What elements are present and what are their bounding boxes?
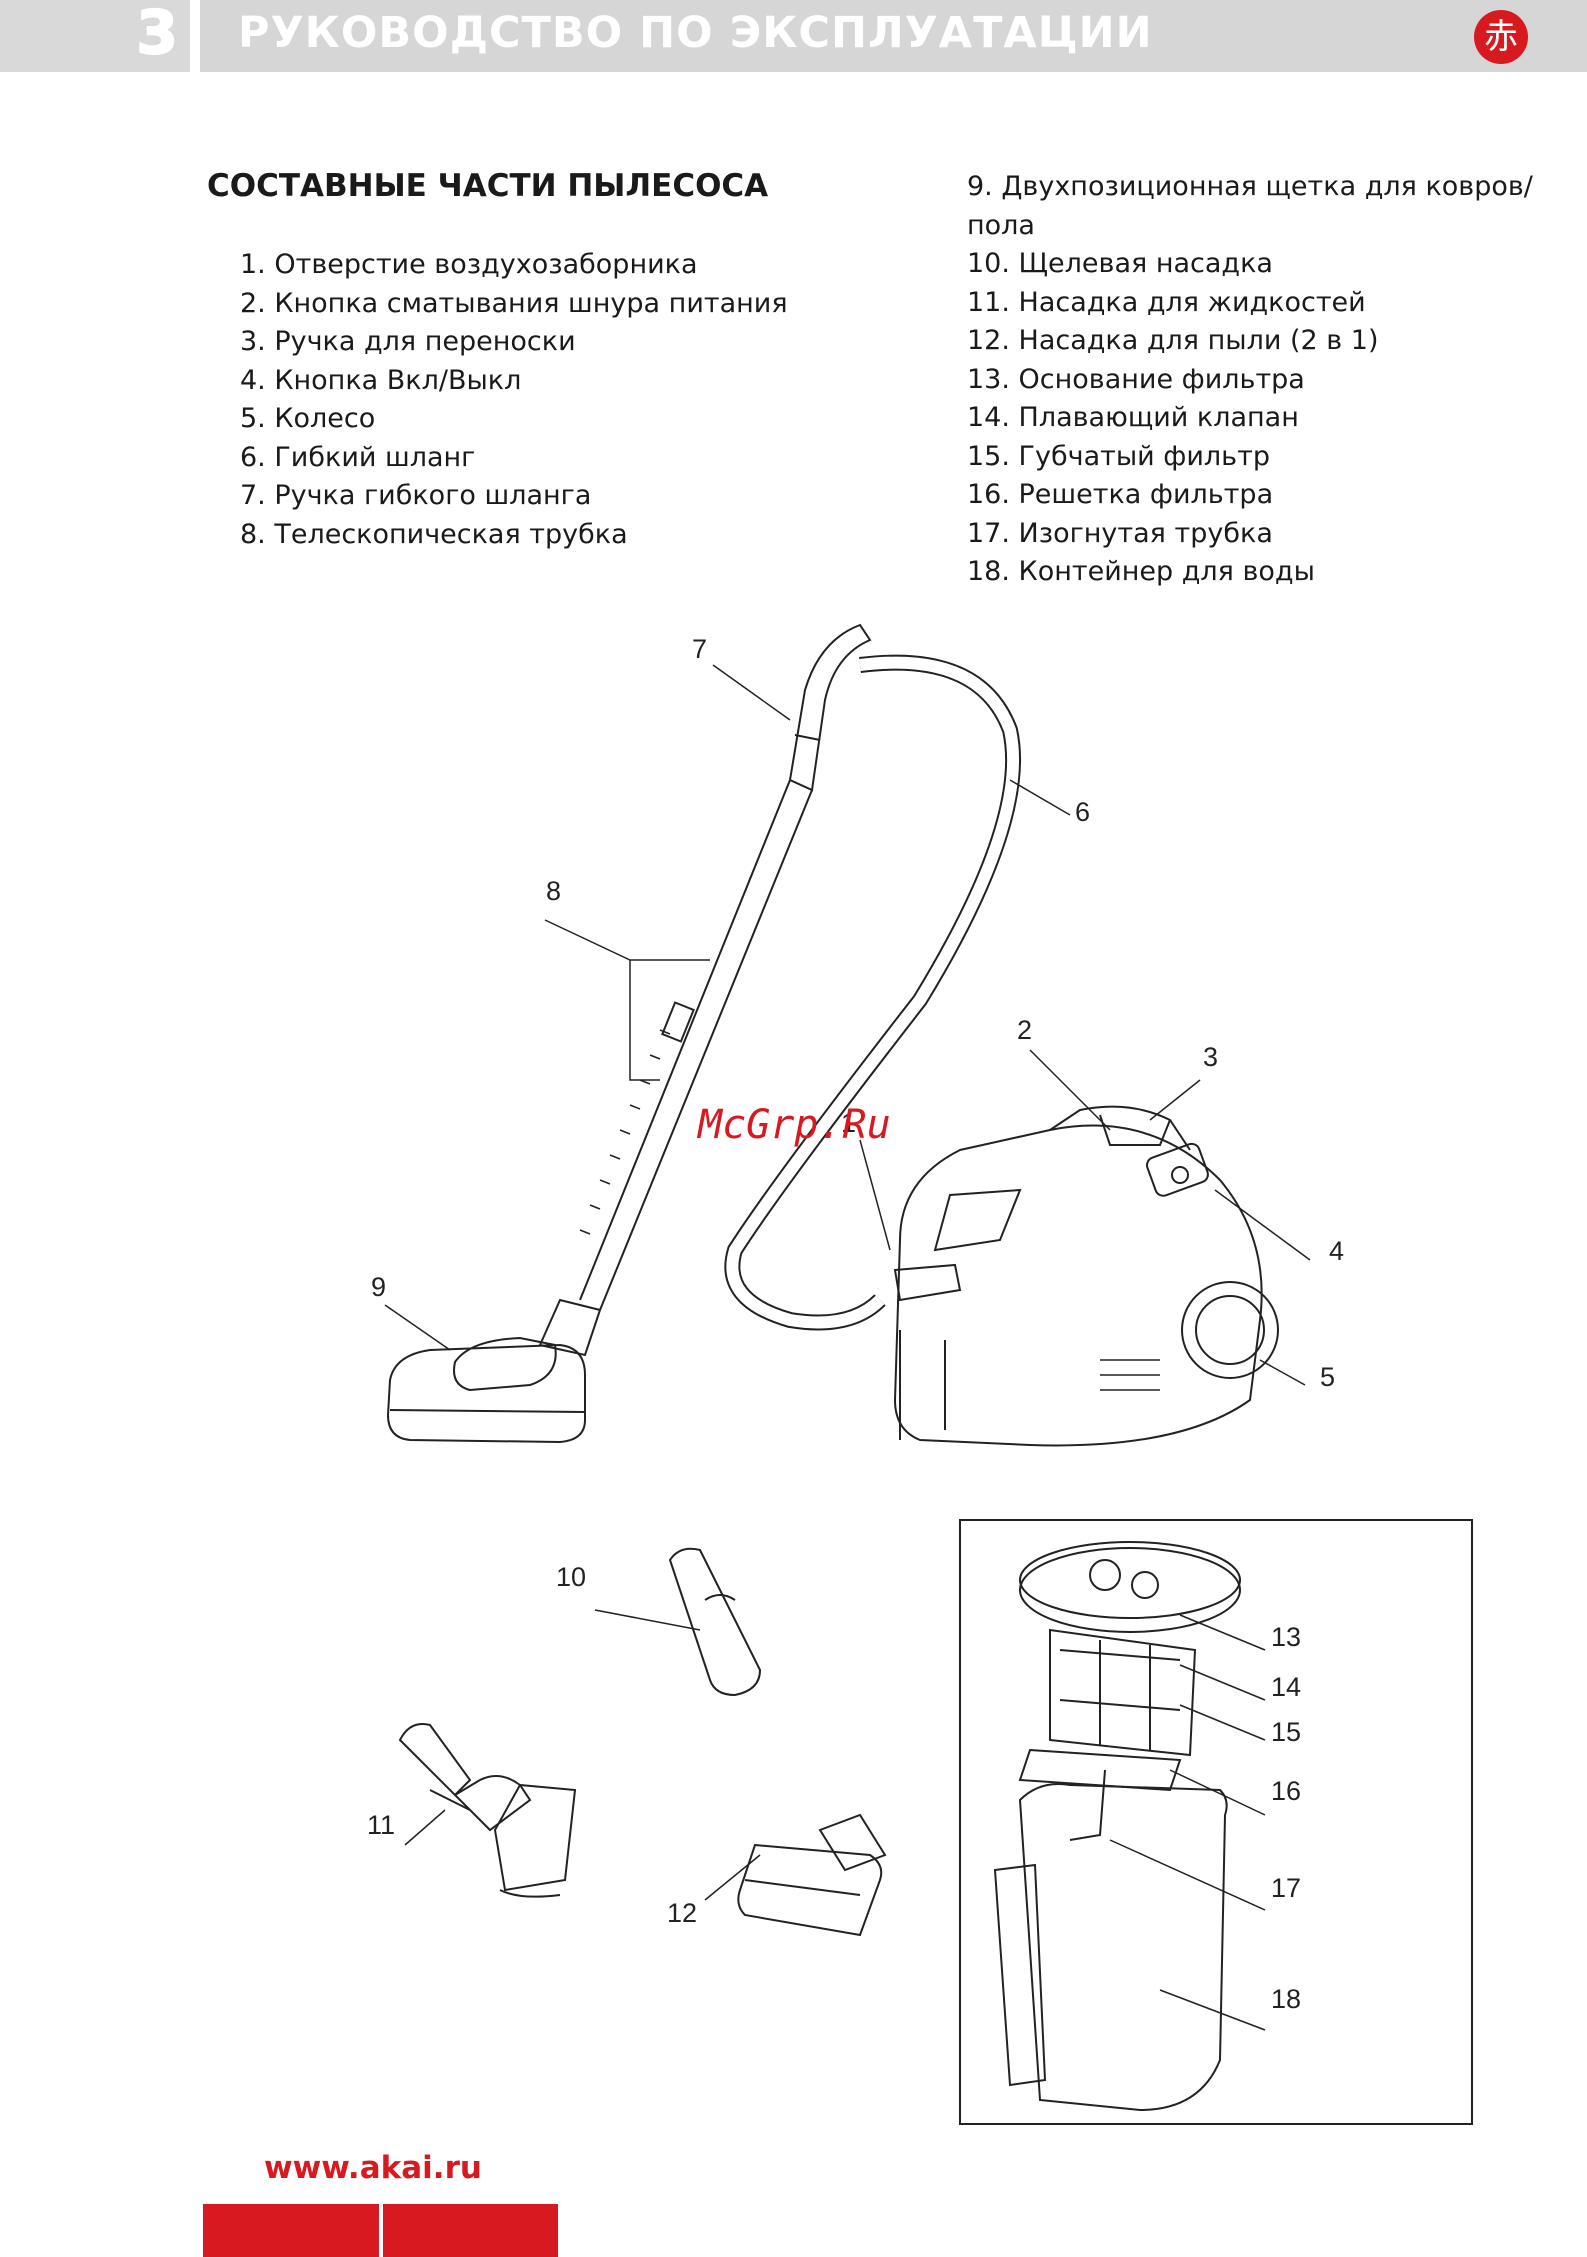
parts-list-left: 1. Отверстие воздухозаборника 2. Кнопка … bbox=[240, 246, 788, 554]
list-item: 8. Телескопическая трубка bbox=[240, 518, 628, 550]
section-title: СОСТАВНЫЕ ЧАСТИ ПЫЛЕСОСА bbox=[207, 168, 769, 204]
callout-17: 17 bbox=[1271, 1873, 1302, 1903]
footer-bar bbox=[383, 2204, 558, 2257]
callout-10: 10 bbox=[556, 1562, 587, 1592]
callout-7: 7 bbox=[692, 634, 708, 664]
callout-5: 5 bbox=[1320, 1362, 1336, 1392]
list-item: 10. Щелевая насадка bbox=[967, 248, 1273, 279]
list-item: 9. Двухпозиционная щетка для ковров/пола bbox=[967, 171, 1533, 241]
list-item: 2. Кнопка сматывания шнура питания bbox=[240, 287, 788, 319]
list-item: 14. Плавающий клапан bbox=[967, 402, 1299, 433]
footer-website-link[interactable]: www.akai.ru bbox=[264, 2150, 482, 2186]
callout-13: 13 bbox=[1271, 1622, 1302, 1652]
list-item: 7. Ручка гибкого шланга bbox=[240, 480, 592, 511]
callout-2: 2 bbox=[1017, 1015, 1033, 1045]
callout-1: 1 bbox=[841, 1108, 857, 1138]
akai-logo-icon: 赤 bbox=[1474, 10, 1528, 64]
list-item: 5. Колесо bbox=[240, 403, 376, 434]
callout-14: 14 bbox=[1271, 1672, 1302, 1702]
callout-12: 12 bbox=[667, 1898, 698, 1928]
parts-list-right: 9. Двухпозиционная щетка для ковров/пола… bbox=[967, 168, 1587, 592]
list-item: 11. Насадка для жидкостей bbox=[967, 286, 1366, 318]
list-item: 13. Основание фильтра bbox=[967, 363, 1305, 395]
callout-11: 11 bbox=[367, 1810, 396, 1840]
list-item: 1. Отверстие воздухозаборника bbox=[240, 249, 698, 280]
list-item: 18. Контейнер для воды bbox=[967, 556, 1315, 587]
page-title: РУКОВОДСТВО ПО ЭКСПЛУАТАЦИИ bbox=[238, 8, 1153, 58]
page-number-block: 3 bbox=[0, 0, 190, 72]
list-item: 17. Изогнутая трубка bbox=[967, 517, 1273, 549]
list-item: 16. Решетка фильтра bbox=[967, 479, 1274, 510]
list-item: 15. Губчатый фильтр bbox=[967, 440, 1270, 472]
callout-3: 3 bbox=[1203, 1042, 1219, 1072]
footer-bar bbox=[203, 2204, 379, 2257]
callout-4: 4 bbox=[1329, 1236, 1345, 1266]
list-item: 12. Насадка для пыли (2 в 1) bbox=[967, 325, 1379, 356]
callout-15: 15 bbox=[1271, 1717, 1302, 1747]
list-item: 4. Кнопка Вкл/Выкл bbox=[240, 364, 522, 396]
callout-9: 9 bbox=[371, 1272, 387, 1302]
watermark: McGrp.Ru bbox=[698, 1102, 891, 1148]
callout-16: 16 bbox=[1271, 1776, 1302, 1806]
callout-6: 6 bbox=[1075, 797, 1091, 827]
page-number: 3 bbox=[135, 0, 179, 69]
header-band bbox=[200, 0, 1587, 72]
list-item: 3. Ручка для переноски bbox=[240, 326, 576, 357]
list-item: 6. Гибкий шланг bbox=[240, 441, 476, 473]
callout-8: 8 bbox=[546, 876, 562, 906]
callout-18: 18 bbox=[1271, 1984, 1302, 2014]
